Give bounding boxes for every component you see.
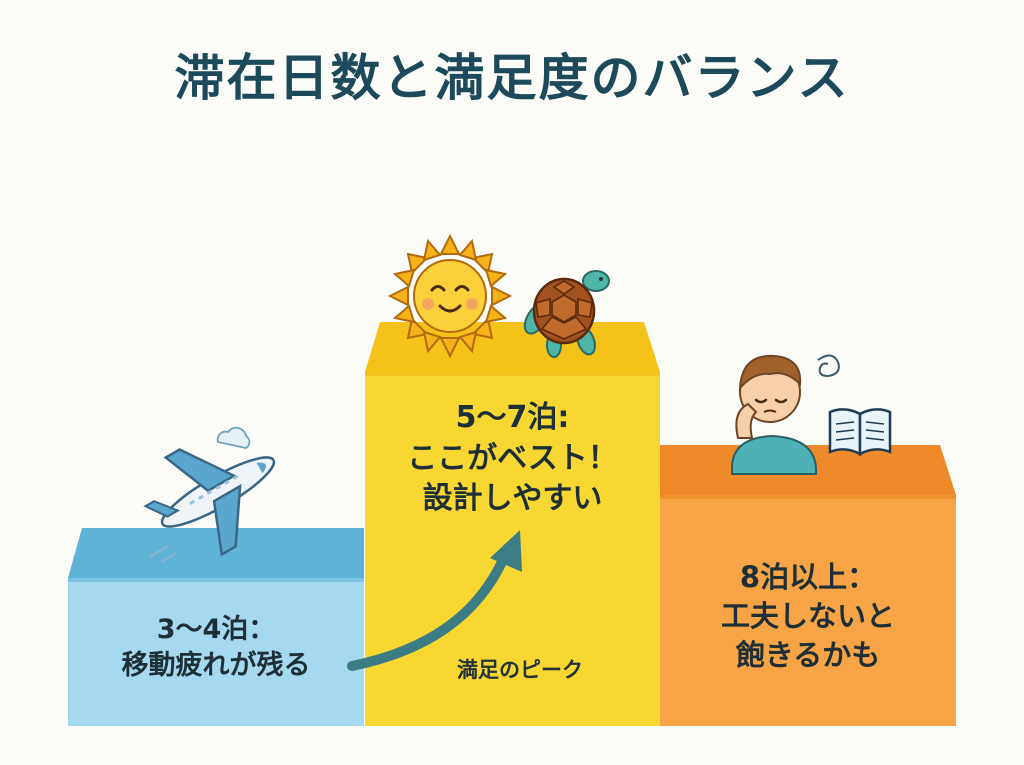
step-left-label: 3〜4泊： 移動疲れが残る [68,612,364,685]
sun-icon [387,233,513,359]
page-title: 滞在日数と満足度のバランス [174,49,850,107]
step-right-line-3: 飽きるかも [735,638,881,673]
step-right-label: 8泊以上： 工夫しないと 飽きるかも [660,558,956,675]
bored-person-icon [731,354,817,475]
airplane-icon [143,448,276,563]
peak-label: 満足のピーク [457,658,583,682]
cloud-icon [216,426,251,449]
step-right-line-1: 8泊以上： [739,560,877,594]
step-middle-line-1: 5〜7泊: [455,400,570,435]
step-left-line-1: 3〜4泊： [156,614,276,645]
turtle-icon [523,270,610,358]
step-middle-line-2: ここがベスト！ [407,440,618,476]
dizzy-swirl-icon [817,354,840,378]
step-middle-label: 5〜7泊: ここがベスト！ 設計しやすい [365,398,660,520]
step-left-line-2: 移動疲れが残る [121,650,311,682]
step-middle-line-3: 設計しやすい [422,481,603,516]
book-icon [828,408,892,457]
arrow-icon [347,530,522,671]
step-right-line-2: 工夫しないと [720,599,895,634]
step-left-block [68,528,364,726]
